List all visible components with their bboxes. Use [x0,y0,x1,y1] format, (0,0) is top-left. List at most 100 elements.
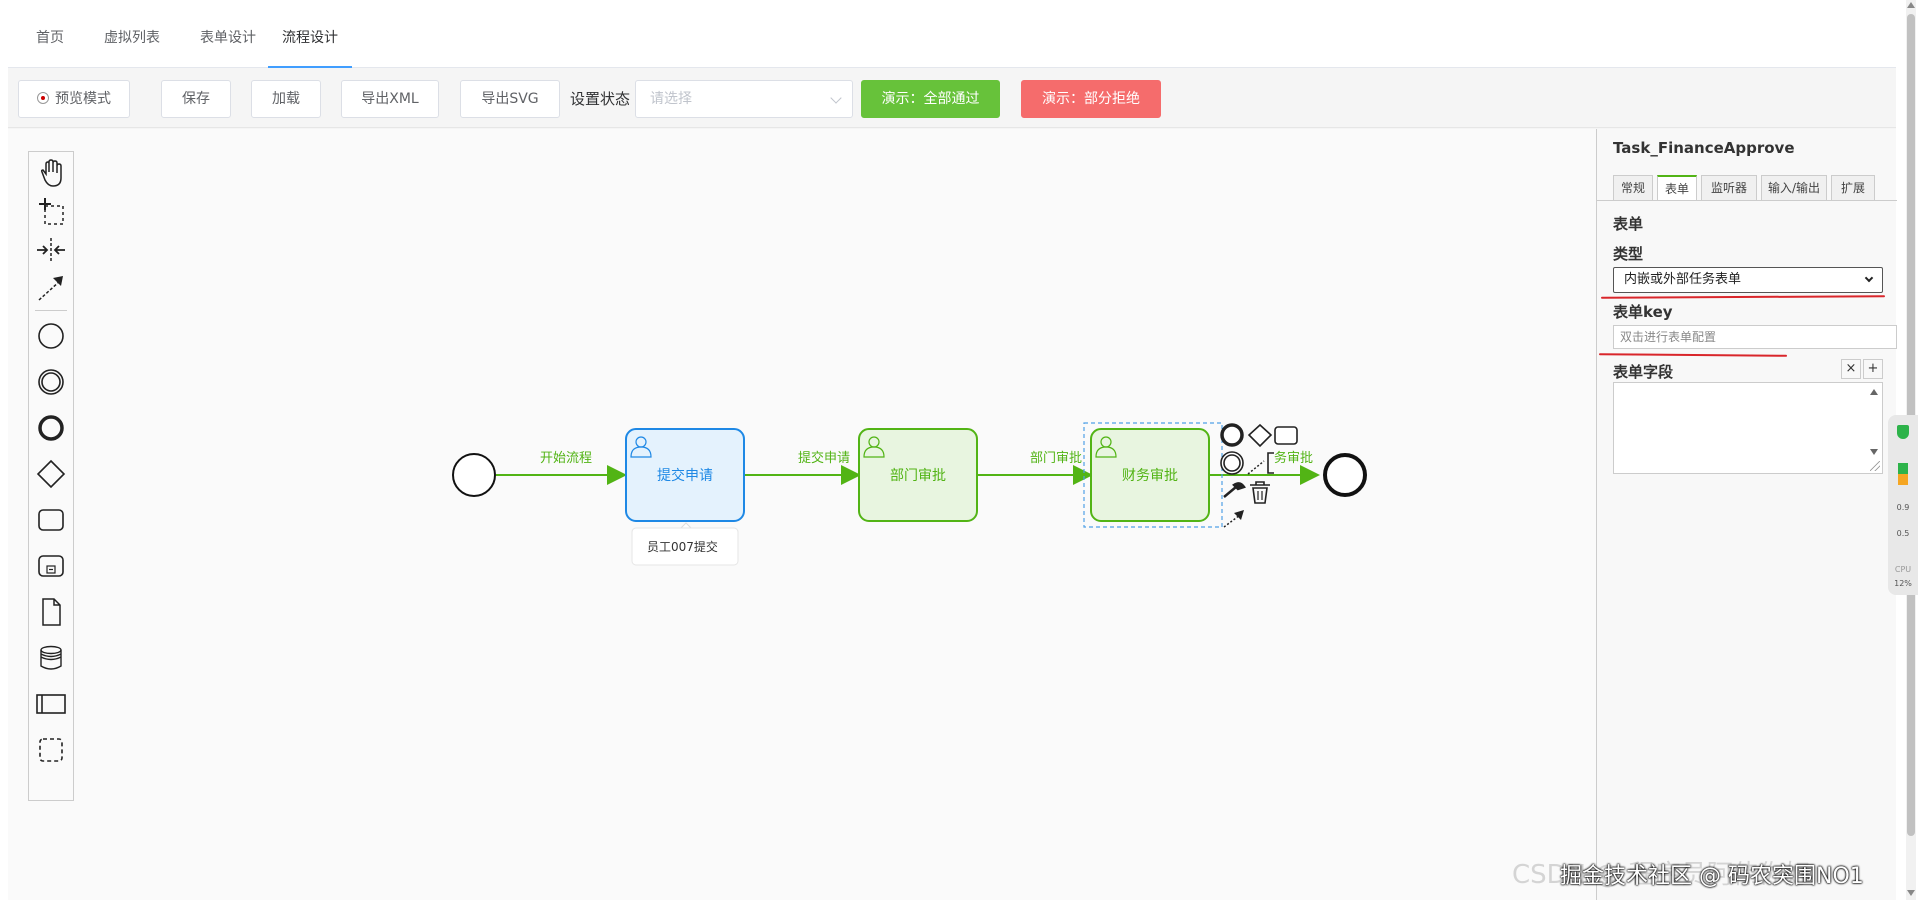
tab-divider [1597,200,1897,201]
type-label: 类型 [1613,245,1644,263]
export-svg-button[interactable]: 导出SVG [460,80,560,118]
end-event-icon[interactable] [35,412,67,444]
hand-tool-icon[interactable] [35,158,67,190]
append-task-icon[interactable] [1274,426,1298,445]
remove-field-button[interactable]: × [1841,359,1861,379]
download-speed: 0.5 [1896,529,1910,538]
preview-mode-button[interactable]: 预览模式 [18,80,130,118]
status-select[interactable]: 请选择 [635,80,853,118]
form-fields-label: 表单字段 [1613,363,1674,381]
pool-icon[interactable] [35,688,67,720]
user-icon [630,436,652,458]
cpu-usage: 12% [1894,579,1912,588]
context-pad [1220,423,1298,528]
bpmn-canvas[interactable]: 开始流程 提交申请 部门审批 务审批 提交申请 [8,129,1596,900]
subprocess-icon[interactable] [35,550,67,582]
data-object-icon[interactable] [35,596,67,628]
append-end-event-icon[interactable] [1220,423,1244,447]
properties-panel: Task_FinanceApprove 常规 表单 监听器 输入/输出 扩展 表… [1596,129,1897,900]
juejin-watermark: 掘金技术社区 @ 码农突围NO1 [1560,864,1864,889]
task-submit-application[interactable]: 提交申请 [625,428,745,522]
load-button[interactable]: 加载 [251,80,321,118]
preview-mode-label: 预览模式 [55,91,111,107]
demo-all-pass-button[interactable]: 演示：全部通过 [861,80,1000,118]
task-label-dept: 部门审批 [890,468,946,484]
scroll-down-icon[interactable] [1870,449,1878,455]
form-type-select[interactable]: 内嵌或外部任务表单 [1613,267,1883,293]
task-tooltip: 员工007提交 [631,522,739,566]
tooltip-text: 员工007提交 [647,539,718,554]
resize-grip-icon[interactable] [1870,461,1880,471]
tab-general[interactable]: 常规 [1613,175,1653,201]
toolbar: 预览模式 保存 加载 导出XML 导出SVG 设置状态 请选择 演示：全部通过 … [8,68,1896,128]
flow-label-submit: 提交申请 [798,450,850,466]
flow-label-dept: 部门审批 [1030,451,1082,466]
start-event[interactable] [452,453,496,497]
system-monitor-widget[interactable]: 0.9 0.5 CPU 12% [1888,415,1918,595]
form-key-input[interactable]: 双击进行表单配置 [1613,325,1897,349]
csdn-watermark: CSDN @ 程序员阿伟你好 [1512,860,1811,890]
connect-icon[interactable] [1223,510,1244,528]
tool-palette [28,151,74,801]
task-finance-approval[interactable]: 财务审批 [1083,422,1223,528]
tab-input-output[interactable]: 输入/输出 [1761,175,1827,201]
group-icon[interactable] [35,734,67,766]
start-event-icon[interactable] [35,320,67,352]
tab-listeners[interactable]: 监听器 [1701,175,1757,201]
tab-home[interactable]: 首页 [36,30,64,46]
shield-icon [1897,425,1909,439]
add-field-button[interactable]: + [1863,359,1883,379]
user-icon [1095,436,1117,458]
eye-icon [37,92,49,104]
process-diagram[interactable]: 开始流程 提交申请 部门审批 务审批 提交申请 [8,129,1596,900]
trash-icon[interactable] [1250,481,1270,504]
end-event[interactable] [1323,453,1367,497]
task-label-finance: 财务审批 [1122,468,1178,484]
flow-label-finance: 务审批 [1274,450,1313,466]
selection-outline [1083,422,1223,528]
status-select-placeholder: 请选择 [650,91,692,107]
red-annotation-line [1600,295,1886,299]
scroll-down-arrow-icon[interactable] [1907,890,1915,896]
set-status-label: 设置状态 [570,90,631,108]
user-icon [863,436,885,458]
save-button[interactable]: 保存 [161,80,231,118]
tab-process-design[interactable]: 流程设计 [268,0,352,68]
chevron-down-icon [1864,273,1874,283]
palette-separator [35,310,67,311]
data-store-icon[interactable] [35,642,67,674]
tab-extensions[interactable]: 扩展 [1831,175,1875,201]
lasso-tool-icon[interactable] [35,196,67,228]
intermediate-event-icon[interactable] [35,366,67,398]
task-icon[interactable] [35,504,67,536]
tab-forms[interactable]: 表单 [1657,175,1697,201]
app-window: 首页 虚拟列表 表单设计 流程设计 预览模式 保存 加载 导出XML 导出SVG… [8,0,1897,900]
cpu-label: CPU [1894,565,1912,574]
task-label-submit: 提交申请 [657,467,713,484]
scroll-up-icon[interactable] [1870,389,1878,395]
append-intermediate-event-icon[interactable] [1220,451,1244,475]
wrench-icon[interactable] [1223,482,1246,498]
memory-bar-icon [1898,463,1908,485]
task-dept-approval[interactable]: 部门审批 [858,428,978,522]
flow-label-start: 开始流程 [540,451,592,466]
tab-form-design[interactable]: 表单设计 [200,30,256,46]
top-tab-bar: 首页 虚拟列表 表单设计 流程设计 [8,0,1896,68]
demo-partial-reject-button[interactable]: 演示：部分拒绝 [1021,80,1161,118]
element-id-title: Task_FinanceApprove [1613,139,1795,157]
red-annotation-line [1598,353,1788,357]
text-annotation-icon[interactable] [1267,452,1274,474]
scroll-up-arrow-icon[interactable] [1907,2,1915,8]
gateway-icon[interactable] [35,458,67,490]
chevron-down-icon [830,92,842,104]
export-xml-button[interactable]: 导出XML [341,80,439,118]
global-connect-tool-icon[interactable] [35,272,67,304]
tab-virtual-list[interactable]: 虚拟列表 [104,30,160,46]
form-key-placeholder: 双击进行表单配置 [1620,330,1717,344]
text-annotation-connector-icon [1247,460,1265,475]
form-type-value: 内嵌或外部任务表单 [1624,272,1742,287]
append-gateway-icon[interactable] [1247,423,1273,448]
space-tool-icon[interactable] [35,234,67,266]
form-key-label: 表单key [1613,303,1673,321]
form-fields-list[interactable] [1613,382,1883,474]
